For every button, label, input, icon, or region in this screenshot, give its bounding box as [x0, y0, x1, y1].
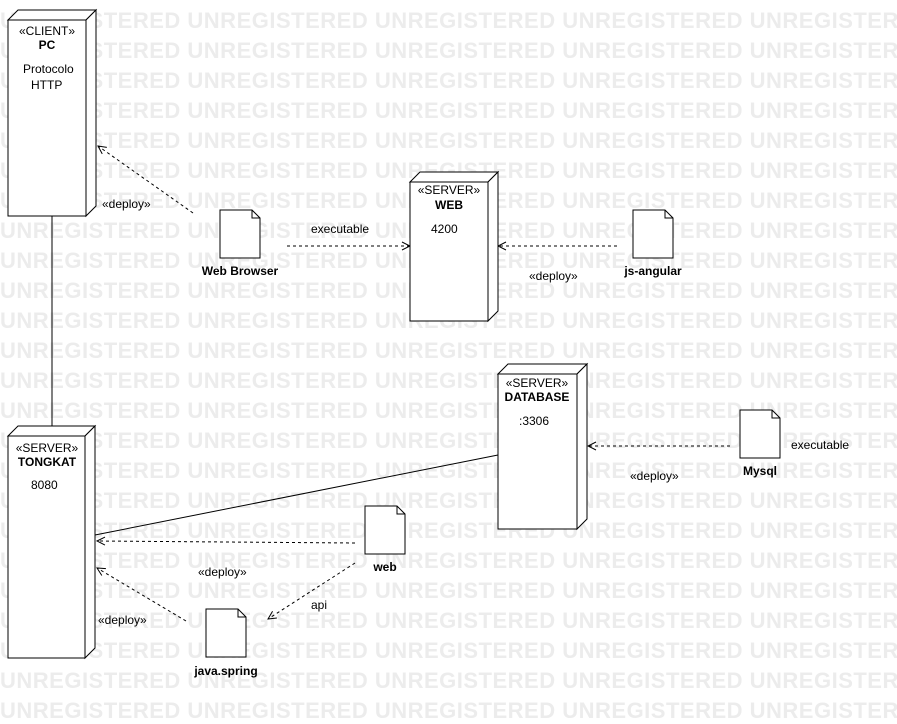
artifact-mysql[interactable]: Mysql — [739, 409, 781, 478]
artifact-java-spring[interactable]: java.spring — [193, 608, 258, 678]
artifact-js-angular[interactable]: js-angular — [623, 209, 682, 278]
node-pc-stereotype: «CLIENT» — [19, 24, 75, 38]
node-database-name: DATABASE — [505, 390, 570, 404]
edge-label-browser-web: executable — [311, 222, 369, 236]
edge-label-web-tongkat: «deploy» — [198, 565, 247, 579]
node-database[interactable]: «SERVER» DATABASE :3306 — [496, 362, 589, 531]
web-to-spring-arrow[interactable] — [268, 562, 356, 619]
node-tongkat-port: 8080 — [31, 478, 58, 492]
node-web-port: 4200 — [431, 222, 458, 236]
artifact-web-browser[interactable]: Web Browser — [202, 209, 279, 278]
node-web-stereotype: «SERVER» — [418, 183, 481, 197]
node-tongkat-stereotype: «SERVER» — [16, 441, 79, 455]
node-pc[interactable]: «CLIENT» PC Protocolo HTTP — [6, 8, 98, 218]
artifact-js-angular-label: js-angular — [623, 264, 682, 278]
tongkat-database-link[interactable] — [94, 454, 499, 536]
edge-label-browser-pc: «deploy» — [102, 197, 151, 211]
node-database-stereotype: «SERVER» — [506, 376, 569, 390]
node-pc-detail-2: HTTP — [31, 78, 62, 92]
spring-to-tongkat-arrow[interactable] — [97, 568, 187, 622]
node-tongkat-name: TONGKAT — [18, 455, 77, 469]
artifact-web-browser-label: Web Browser — [202, 264, 279, 278]
edge-label-web-spring: api — [311, 598, 327, 612]
node-database-port: :3306 — [519, 414, 549, 428]
node-pc-detail-1: Protocolo — [23, 62, 74, 76]
web-to-tongkat-arrow[interactable] — [97, 541, 356, 543]
node-web[interactable]: «SERVER» WEB 4200 — [408, 170, 500, 323]
node-web-name: WEB — [435, 198, 463, 212]
edge-label-mysql-executable: executable — [791, 438, 849, 452]
browser-to-pc-arrow[interactable] — [98, 146, 194, 214]
edge-label-angular-web: «deploy» — [529, 269, 578, 283]
artifact-web[interactable]: web — [364, 505, 406, 574]
edge-label-spring-tongkat: «deploy» — [98, 613, 147, 627]
artifact-mysql-label: Mysql — [743, 464, 777, 478]
node-pc-name: PC — [39, 38, 56, 52]
artifact-web-label: web — [372, 560, 396, 574]
artifact-java-spring-label: java.spring — [193, 664, 257, 678]
edge-label-mysql-database: «deploy» — [630, 469, 679, 483]
node-tongkat[interactable]: «SERVER» TONGKAT 8080 — [6, 424, 97, 660]
